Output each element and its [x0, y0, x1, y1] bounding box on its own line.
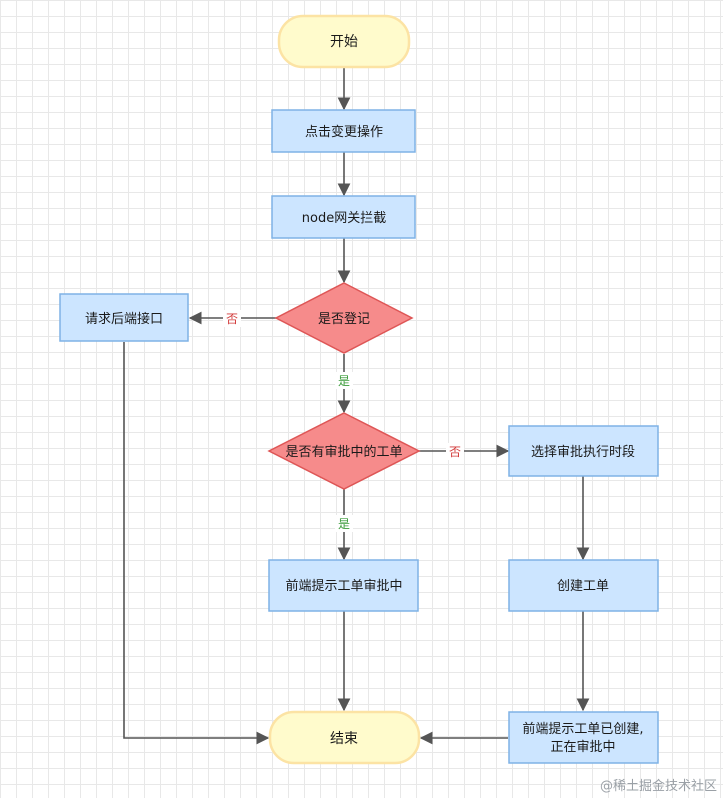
node-select-period: 选择审批执行时段	[508, 425, 659, 477]
edge-label-pending-yes: 是	[338, 517, 350, 531]
node-label: 是否有审批中的工单	[285, 444, 402, 460]
node-label-line-2: 正在审批中	[550, 740, 615, 755]
process-shape	[271, 195, 416, 239]
edge-labels: 否 是 否 是	[223, 310, 464, 532]
node-label: 选择审批执行时段	[531, 445, 635, 460]
node-is-registered: 是否登记	[274, 282, 414, 354]
process-shape	[268, 559, 419, 612]
edge-request-to-end	[123, 342, 270, 745]
node-label-line-1: 前端提示工单已创建,	[522, 721, 643, 737]
node-label: 开始	[330, 34, 358, 50]
terminal-shape	[268, 710, 421, 765]
watermark: @稀土掘金技术社区	[599, 779, 717, 794]
decision-shape	[267, 412, 421, 490]
node-click-change: 点击变更操作	[271, 109, 416, 153]
decision-shape	[274, 282, 414, 354]
node-label: 创建工单	[557, 579, 609, 594]
node-frontend-prompt-created: 前端提示工单已创建, 正在审批中	[508, 711, 659, 764]
edge-label-pending-no: 否	[449, 445, 461, 459]
node-label: 前端提示工单审批中	[285, 578, 402, 594]
process-shape	[59, 293, 189, 342]
node-create-ticket: 创建工单	[508, 559, 659, 612]
node-request-backend: 请求后端接口	[59, 293, 189, 342]
process-shape	[508, 559, 659, 612]
node-label: 结束	[330, 731, 358, 747]
node-end: 结束	[268, 710, 421, 765]
node-gateway: node网关拦截	[271, 195, 416, 239]
node-frontend-prompt-pending: 前端提示工单审批中	[268, 559, 419, 612]
edges	[123, 67, 590, 745]
edge-label-registered-no: 否	[226, 312, 238, 326]
process-shape	[508, 425, 659, 477]
process-shape	[271, 109, 416, 153]
node-label: 是否登记	[318, 312, 370, 327]
node-label: 请求后端接口	[85, 311, 163, 327]
terminal-shape	[277, 14, 411, 69]
node-has-pending-ticket: 是否有审批中的工单	[267, 412, 421, 490]
edge-label-registered-yes: 是	[338, 374, 350, 388]
node-label: 点击变更操作	[305, 124, 383, 140]
process-shape	[508, 711, 659, 764]
node-start: 开始	[277, 14, 411, 69]
node-label: node网关拦截	[302, 211, 386, 226]
